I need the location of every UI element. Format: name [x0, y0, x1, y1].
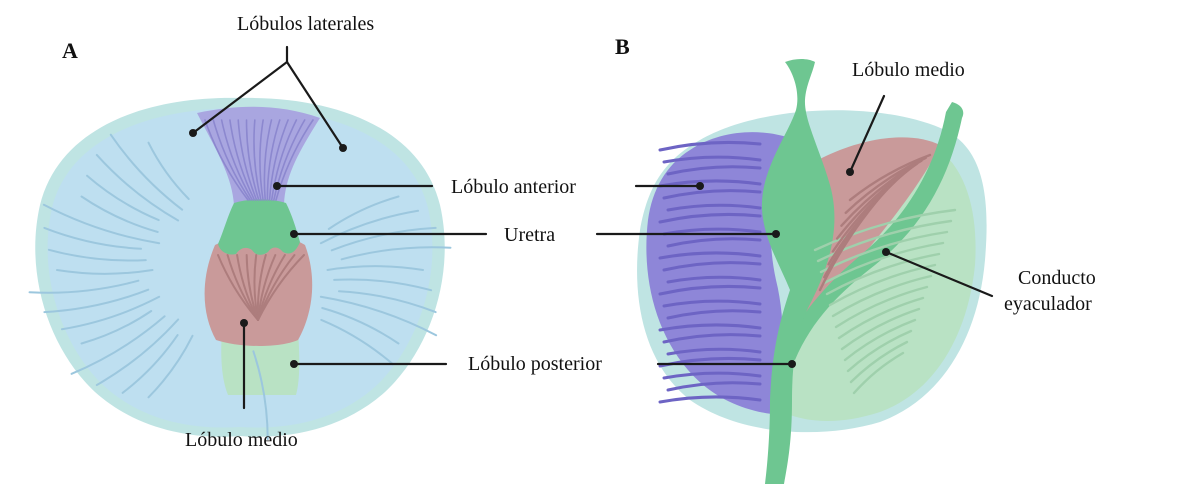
label-middle-lobe-a: Lóbulo medio: [185, 429, 298, 451]
label-ejac-duct-line1: Conducto: [1018, 267, 1096, 289]
leader-dot: [189, 129, 197, 137]
label-middle-lobe-b: Lóbulo medio: [852, 59, 965, 81]
leader-dot: [273, 182, 281, 190]
leader-dot: [882, 248, 890, 256]
label-posterior-lobe: Lóbulo posterior: [468, 353, 602, 375]
leader-dot: [846, 168, 854, 176]
panel-a-illustration: [30, 98, 451, 439]
leader-dot: [290, 360, 298, 368]
leader-dot: [290, 230, 298, 238]
label-anterior-lobe: Lóbulo anterior: [451, 176, 576, 198]
leader-dot: [240, 319, 248, 327]
panel-b-letter: B: [615, 34, 630, 59]
leader-dot: [339, 144, 347, 152]
leader-dot: [788, 360, 796, 368]
label-urethra: Uretra: [504, 224, 555, 246]
panel-a-letter: A: [62, 38, 78, 63]
label-ejac-duct-line2: eyaculador: [1004, 293, 1092, 315]
leader-dot: [772, 230, 780, 238]
label-lateral-lobes: Lóbulos laterales: [237, 13, 374, 35]
leader-dot: [696, 182, 704, 190]
